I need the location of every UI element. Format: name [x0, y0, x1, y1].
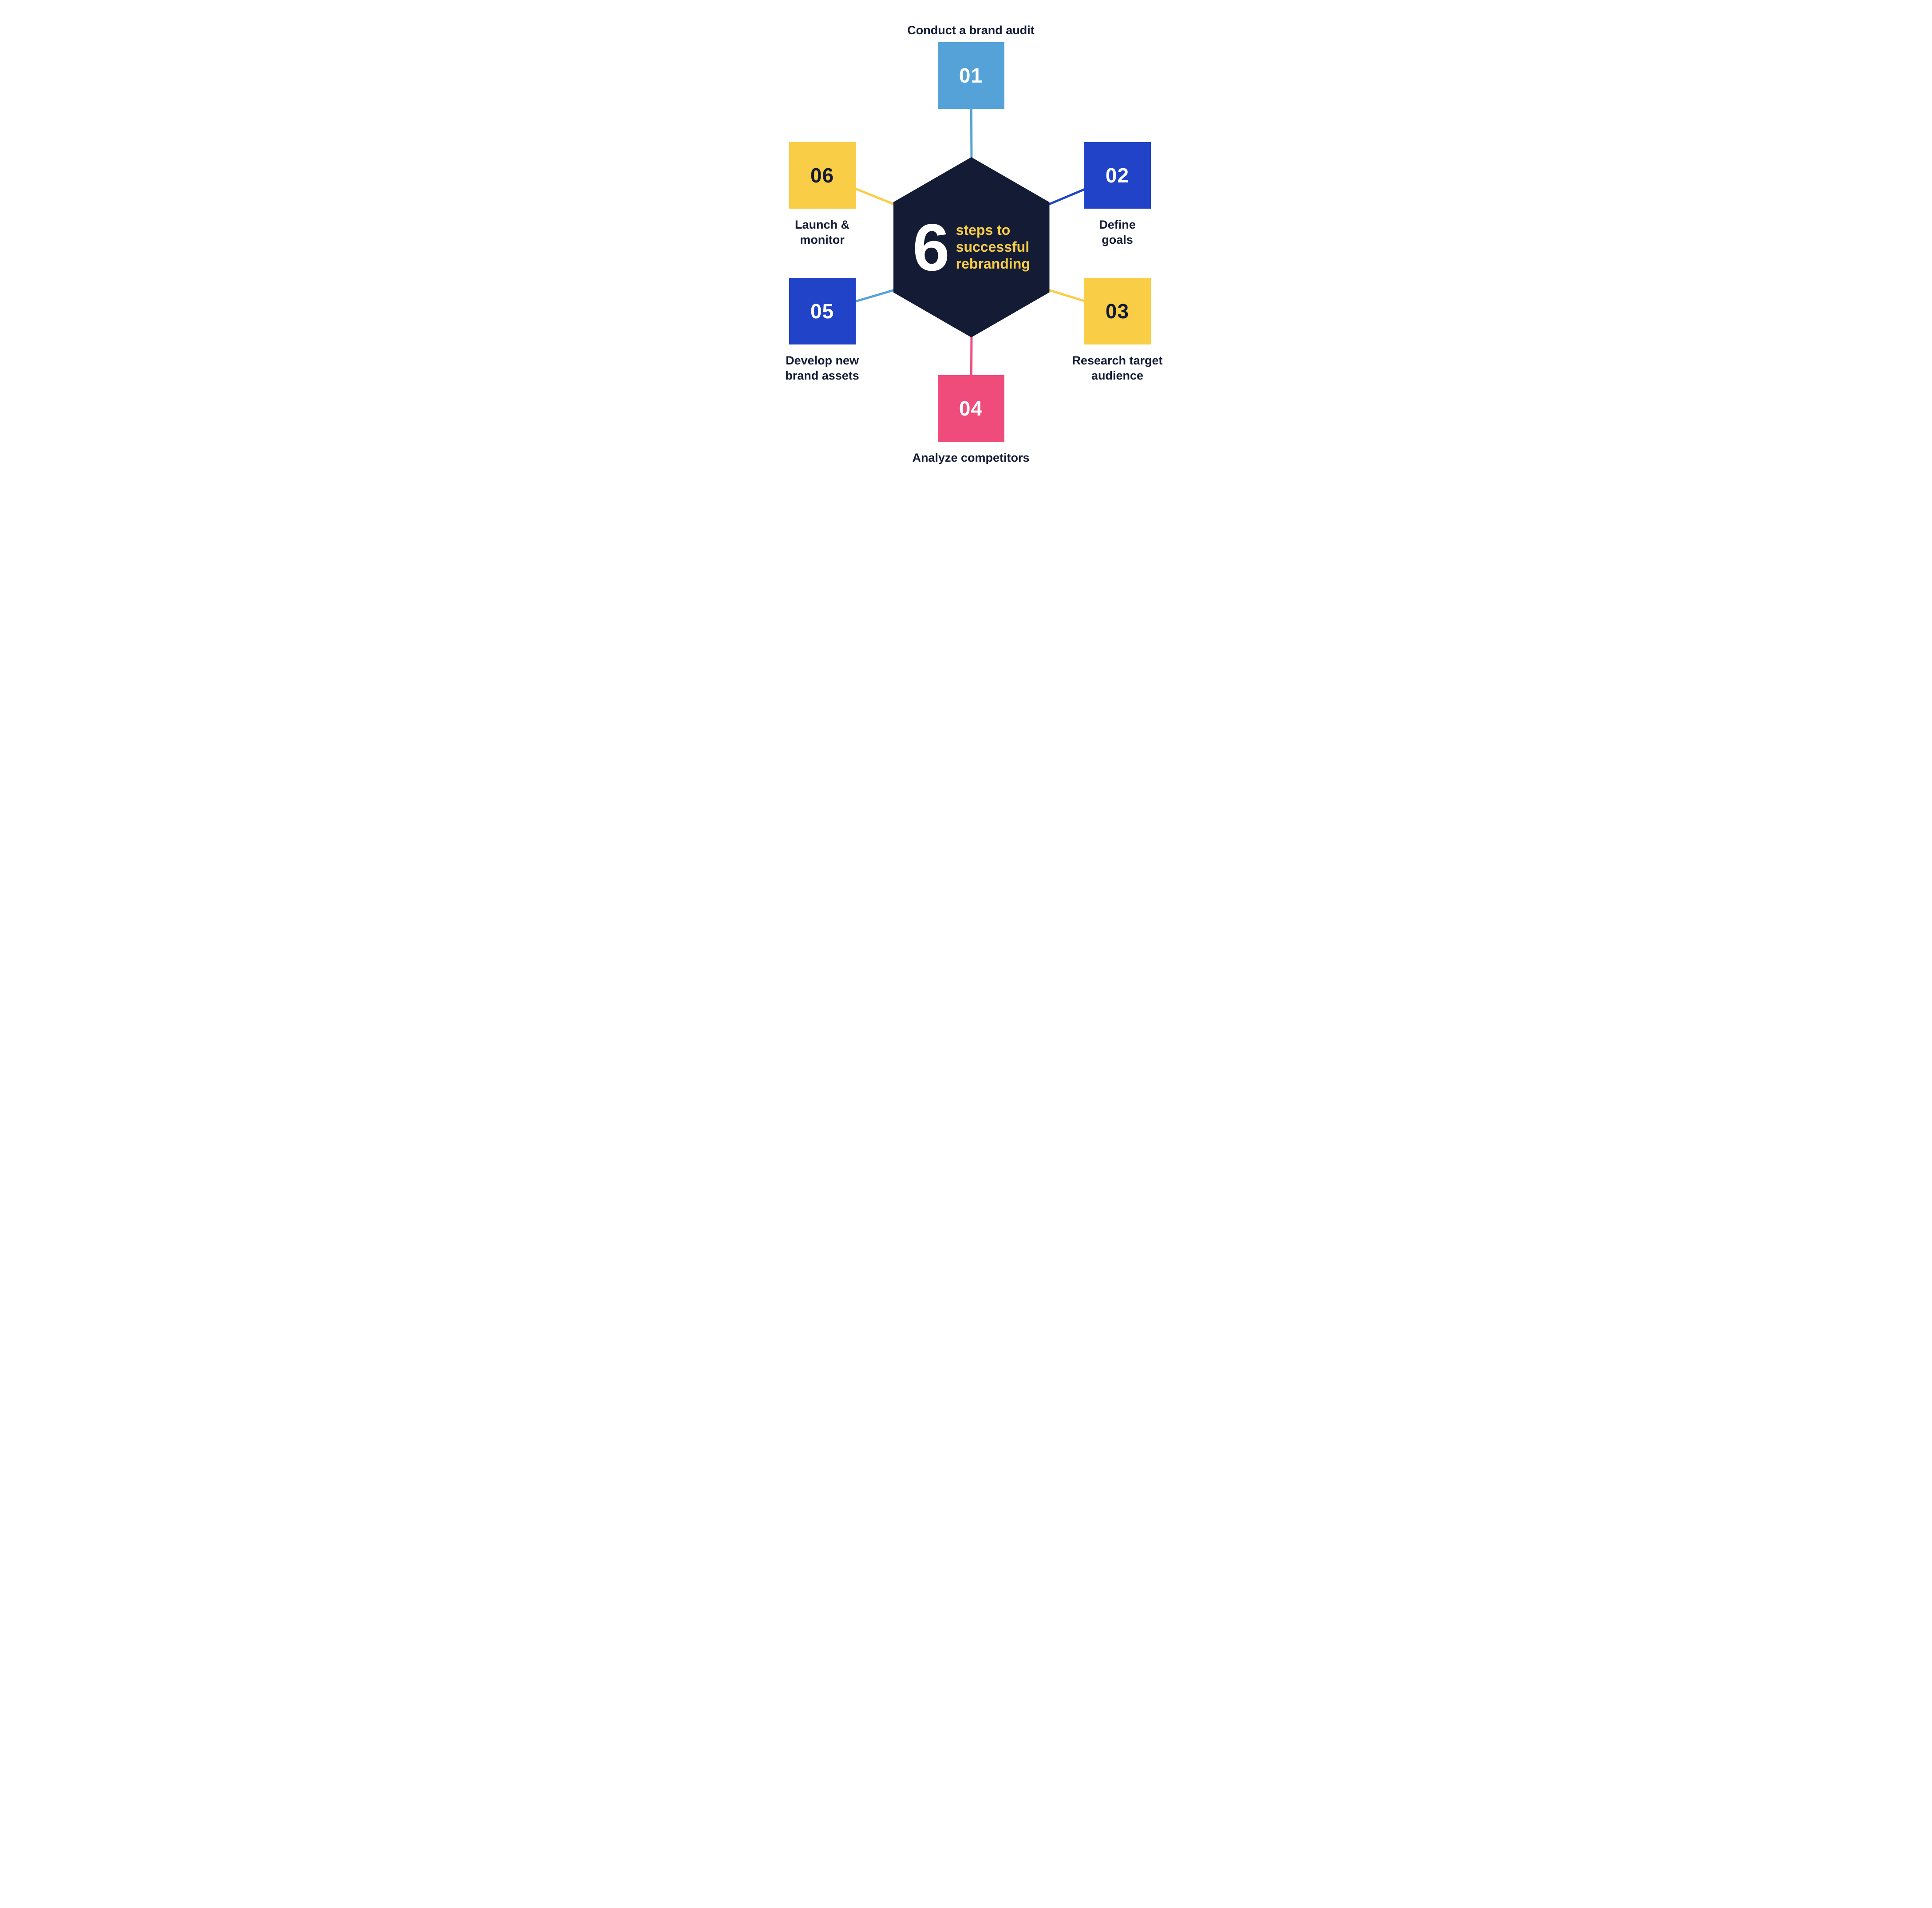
step-05-box: 05: [789, 278, 856, 344]
infographic-canvas: 6 steps to successful rebranding Conduct…: [724, 0, 1208, 477]
center-caption-line-2: successful: [956, 239, 1030, 255]
step-04-number: 04: [959, 397, 983, 420]
step-02-box: 02: [1084, 142, 1151, 209]
step-06-label-line-1: Launch &: [794, 218, 849, 231]
center-big-number: 6: [913, 210, 950, 285]
step-04-box: 04: [937, 375, 1004, 442]
step-02-label-line-2: goals: [1102, 233, 1133, 246]
step-04-label-line-1: Analyze competitors: [912, 451, 1030, 464]
center-caption-line-1: steps to: [956, 222, 1011, 238]
step-05-label-line-2: brand assets: [785, 368, 859, 382]
step-03-box: 03: [1084, 278, 1151, 344]
step-06-label: Launch & monitor: [743, 218, 902, 248]
step-01-box: 01: [937, 42, 1004, 109]
step-05-label-line-1: Develop new: [785, 354, 859, 367]
center-caption-line-3: rebranding: [956, 255, 1030, 272]
step-01-label-line-1: Conduct a brand audit: [907, 24, 1035, 37]
step-03-label: Research target audience: [1038, 353, 1197, 384]
step-06-number: 06: [810, 164, 834, 187]
step-06-box: 06: [789, 142, 856, 209]
step-05-label: Develop new brand assets: [743, 353, 902, 384]
step-02-label: Define goals: [1038, 218, 1197, 248]
step-06-label-line-2: monitor: [800, 233, 845, 246]
step-05-number: 05: [810, 300, 834, 323]
step-01-number: 01: [959, 64, 983, 87]
step-02-number: 02: [1105, 164, 1130, 187]
step-02-label-line-1: Define: [1099, 218, 1136, 231]
step-01-label: Conduct a brand audit: [891, 23, 1051, 38]
step-04-label: Analyze competitors: [891, 451, 1051, 466]
step-03-number: 03: [1105, 300, 1130, 323]
center-hexagon: 6 steps to successful rebranding: [893, 157, 1050, 337]
center-caption: steps to successful rebranding: [956, 222, 1030, 272]
step-03-label-line-2: audience: [1091, 368, 1144, 382]
center-content: 6 steps to successful rebranding: [913, 214, 1030, 281]
step-03-label-line-1: Research target: [1072, 354, 1163, 367]
